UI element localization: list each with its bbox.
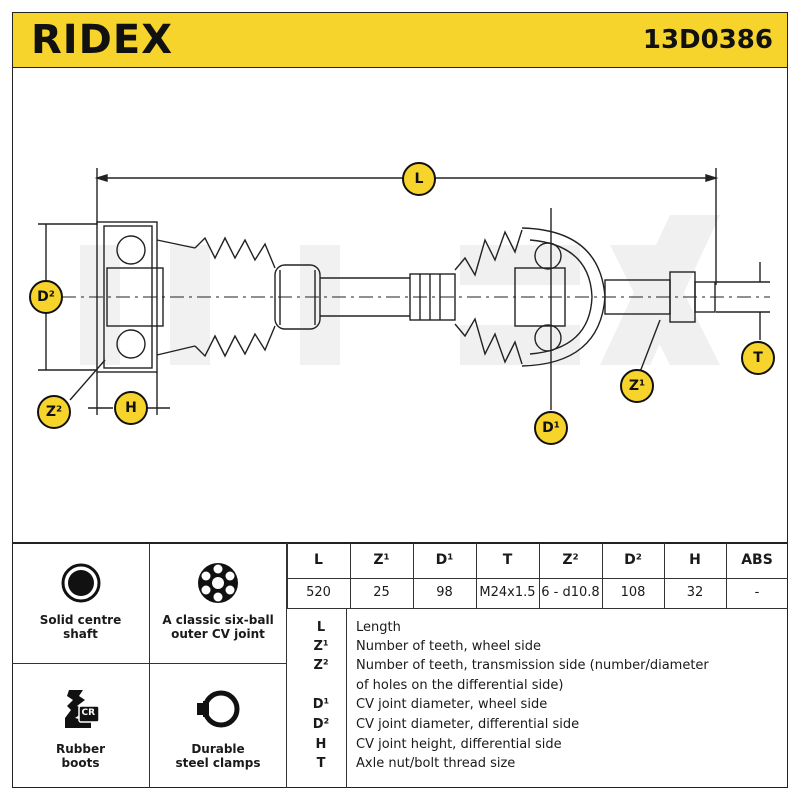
col-header: H xyxy=(689,552,701,568)
table-cell: 520 xyxy=(306,585,331,600)
legend-text: CV joint height, differential side xyxy=(356,737,562,752)
table-divider xyxy=(664,543,666,608)
six-ball-joint-icon xyxy=(198,563,238,603)
table-divider xyxy=(287,608,788,610)
legend-divider xyxy=(346,608,348,788)
table-cell: 108 xyxy=(620,585,646,600)
header-bar: RIDEX 13D0386 xyxy=(12,12,788,68)
table-cell: 32 xyxy=(686,585,704,600)
badge-H: H xyxy=(114,391,148,425)
table-divider xyxy=(413,543,415,608)
badge-L: L xyxy=(402,162,436,196)
legend-text: Number of teeth, transmission side (numb… xyxy=(356,658,709,673)
legend-key: Z² xyxy=(313,658,329,673)
table-divider xyxy=(287,578,788,580)
col-header: ABS xyxy=(741,552,773,568)
table-cell: - xyxy=(754,585,760,600)
badge-T: T xyxy=(741,341,775,375)
table-divider xyxy=(350,543,352,608)
col-header: L xyxy=(314,552,323,568)
legend-key: L xyxy=(316,620,326,635)
badge-Z1: Z¹ xyxy=(620,369,654,403)
steel-clamp-icon xyxy=(197,690,240,728)
driveshaft-drawing xyxy=(35,168,770,415)
part-number: 13D0386 xyxy=(642,25,773,55)
legend-key: H xyxy=(315,737,327,752)
watermark xyxy=(80,215,720,365)
legend-key: D² xyxy=(312,717,330,732)
table-divider xyxy=(476,543,478,608)
badge-Z2: Z² xyxy=(37,395,71,429)
table-cell: 6 - d10.8 xyxy=(541,585,600,600)
col-header: D¹ xyxy=(435,552,454,568)
legend-text: Length xyxy=(356,620,401,635)
legend-text: CV joint diameter, wheel side xyxy=(356,697,548,712)
table-cell: 25 xyxy=(373,585,390,600)
legend-key: Z¹ xyxy=(313,639,329,654)
table-divider xyxy=(287,543,289,608)
badge-D2: D² xyxy=(29,280,63,314)
brand-logo: RIDEX xyxy=(31,17,174,63)
legend-text: Number of teeth, wheel side xyxy=(356,639,541,654)
solid-shaft-icon xyxy=(61,563,100,603)
feature-divider xyxy=(12,663,287,665)
legend-text: Axle nut/bolt thread size xyxy=(356,756,516,771)
table-divider xyxy=(602,543,604,608)
boot-icon-text: CR xyxy=(81,708,96,718)
col-header: Z¹ xyxy=(373,552,390,568)
col-header: Z² xyxy=(562,552,579,568)
legend-key: D¹ xyxy=(312,697,330,712)
legend-text: CV joint diameter, differential side xyxy=(356,717,580,732)
section-divider xyxy=(12,542,788,544)
col-header: T xyxy=(502,552,513,568)
legend-text: of holes on the differential side) xyxy=(356,678,564,693)
table-cell: M24x1.5 xyxy=(479,585,536,600)
legend-key: T xyxy=(316,756,326,771)
col-header: D² xyxy=(624,552,642,568)
badge-D1: D¹ xyxy=(534,411,568,445)
table-divider xyxy=(539,543,541,608)
table-divider xyxy=(726,543,728,608)
rubber-boot-icon: CR xyxy=(61,688,101,730)
table-cell: 98 xyxy=(436,585,453,600)
